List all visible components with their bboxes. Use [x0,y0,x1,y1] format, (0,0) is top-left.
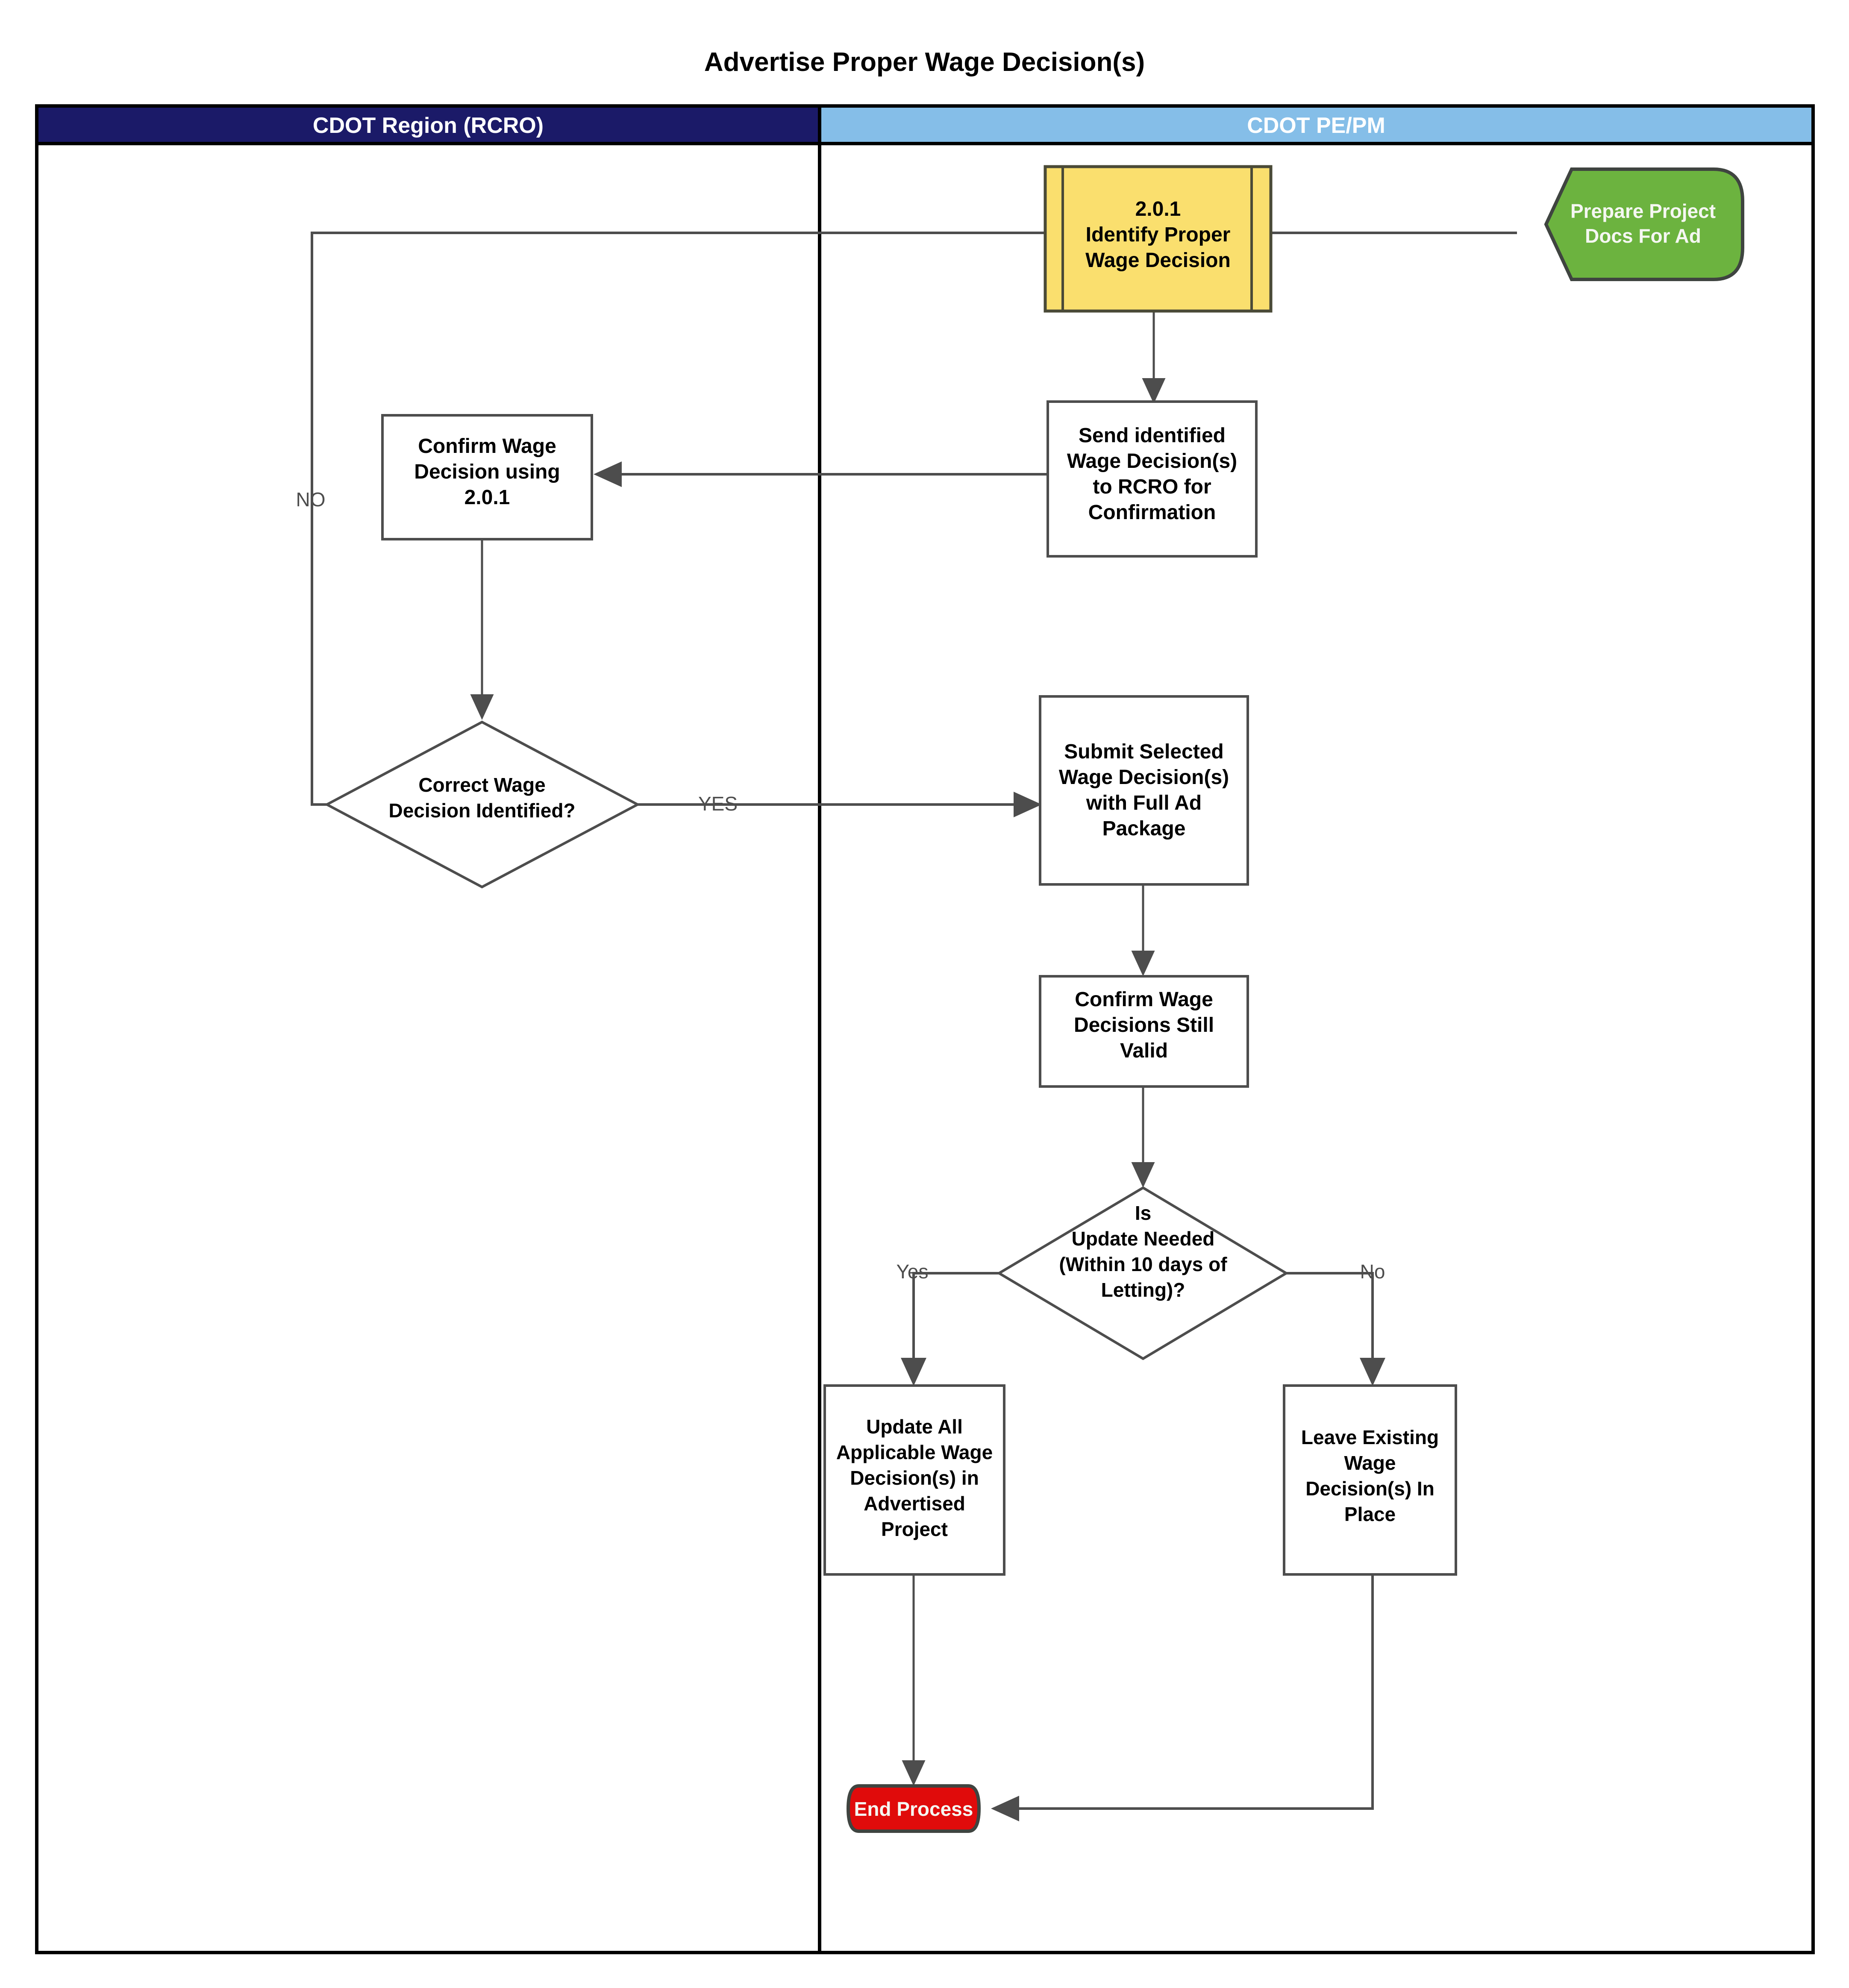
connectors [311,220,1517,1821]
node-label-line-1: Update Needed [1072,1227,1215,1250]
pool-frame [35,104,1815,1954]
lane-header-left [37,106,820,144]
node-leave-existing-wage-decisions[interactable]: Leave Existing Wage Decision(s) In Place [1283,1384,1457,1576]
node-label-line-0: 2.0.1 [1135,198,1181,220]
process-shape [1283,1384,1457,1576]
node-label-line-2: to RCRO for [1093,476,1211,498]
process-shape [1039,975,1249,1088]
node-label-line-2: 2.0.1 [464,486,510,509]
process-shape [381,414,593,540]
lane-header-right [820,106,1813,144]
node-label-line-3: Confirmation [1088,501,1216,524]
lane-label-right: CDOT PE/PM [1247,113,1385,138]
node-label-line-1: Wage Decision(s) [1059,766,1229,789]
node-label-line-2: (Within 10 days of [1059,1253,1227,1275]
node-label-line-2: Decision(s) In [1305,1477,1435,1500]
process-shape [1046,400,1258,558]
node-label-line-0: Confirm Wage [418,435,556,458]
node-end-process[interactable]: End Process [846,1784,981,1833]
node-label-line-1: Applicable Wage [836,1441,993,1463]
decision-shape [997,1186,1289,1360]
node-label-line-2: Valid [1120,1040,1168,1062]
node-label-line-1: Wage Decision(s) [1067,450,1237,473]
start-hexagon-shape [1544,167,1744,281]
page-title: Advertise Proper Wage Decision(s) [704,47,1145,77]
process-shape [1039,695,1249,886]
node-label-line-0: Prepare Project [1570,200,1716,222]
node-label-line-0: Confirm Wage [1075,988,1213,1011]
node-label-line-0: Update All [866,1415,963,1438]
edge-decision-no-loop [311,232,1051,806]
node-label-line-3: Advertised [864,1492,965,1515]
swimlane-pool [35,104,1815,1954]
predefined-process-shape [1044,165,1273,313]
node-label-line-0: End Process [854,1798,973,1820]
lane-label-right-group: CDOT PE/PM [1247,113,1385,138]
node-label-line-3: Package [1102,817,1186,840]
edge-label-no: NO [296,488,326,511]
edge-label-yes: YES [698,793,738,815]
node-submit-selected-wage-decisions[interactable]: Submit Selected Wage Decision(s) with Fu… [1039,695,1249,886]
node-label-line-1: Decision Identified? [388,799,575,822]
node-label-line-2: Wage Decision [1085,249,1231,272]
node-label-line-2: with Full Ad [1086,792,1202,814]
lane-label-left: CDOT Region (RCRO) [313,113,544,138]
node-is-update-needed[interactable]: Is Update Needed (Within 10 days of Lett… [997,1186,1289,1360]
edge-labels: NO YES Yes No [296,488,1385,1283]
process-shape [823,1384,1005,1576]
node-label-line-4: Project [881,1518,948,1540]
node-confirm-wage-decision-using-201[interactable]: Confirm Wage Decision using 2.0.1 [381,414,593,540]
node-update-all-applicable-wage-decisions[interactable]: Update All Applicable Wage Decision(s) i… [823,1384,1005,1576]
node-label-line-1: Decisions Still [1074,1014,1214,1037]
node-label-line-3: Letting)? [1101,1279,1185,1301]
node-label-line-0: Correct Wage [418,774,545,796]
edge-leave-existing-to-end [991,1574,1374,1821]
node-label-line-1: Decision using [414,461,560,483]
edge-label-no-update: No [1360,1260,1385,1283]
node-send-identified-wage-decisions[interactable]: Send identified Wage Decision(s) to RCRO… [1046,400,1258,558]
edge-update-needed-no [1286,1272,1385,1386]
node-label-line-2: Decision(s) in [850,1467,979,1489]
node-prepare-project-docs[interactable]: Prepare Project Docs For Ad [1544,167,1744,281]
node-correct-wage-decision-identified[interactable]: Correct Wage Decision Identified? [324,720,641,889]
terminator-shape [846,1784,981,1833]
node-confirm-wage-decisions-still-valid[interactable]: Confirm Wage Decisions Still Valid [1039,975,1249,1088]
node-label-line-3: Place [1344,1503,1396,1525]
edge-label-yes-update: Yes [896,1260,928,1283]
node-label-line-0: Is [1135,1202,1151,1224]
node-label-line-1: Docs For Ad [1585,225,1701,247]
edge-update-needed-yes [901,1272,999,1386]
node-identify-proper-wage-decision[interactable]: 2.0.1 Identify Proper Wage Decision [1044,165,1273,313]
node-label-line-0: Leave Existing [1301,1426,1439,1448]
node-label-line-1: Identify Proper [1086,223,1231,246]
decision-shape [324,720,641,889]
node-label-line-1: Wage [1344,1452,1396,1474]
lane-label-left-group: CDOT Region (RCRO) [313,113,544,138]
node-label-line-0: Submit Selected [1064,740,1223,763]
node-label-line-0: Send identified [1079,424,1226,447]
